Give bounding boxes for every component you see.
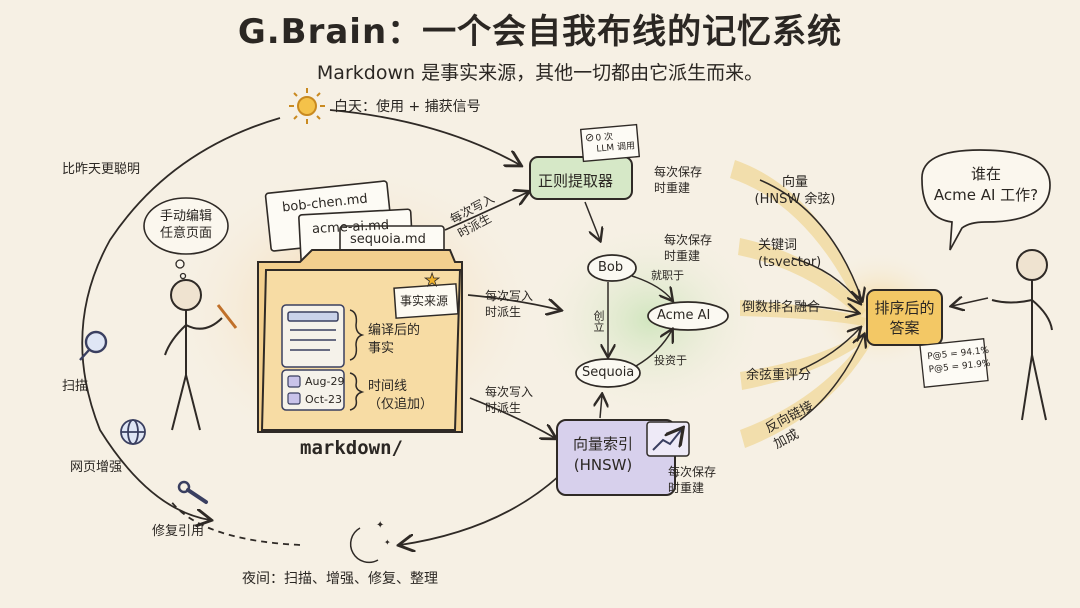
smarter-label: 比昨天更聪明 [62,162,141,177]
date-aug: Aug-29 [305,375,345,388]
trend-chart-icon [646,421,690,457]
retrieval-vector-line-2: (HNSW 余弦) [754,192,836,207]
retrieval-streams [730,160,872,448]
night-label: 夜间：扫描、增强、修复、整理 [242,571,438,587]
rebuild-vector-line-2: 时重建 [668,481,705,495]
ranked-answer-box [866,289,943,346]
compiled-truth-label: 编译后的 事实 [368,322,420,358]
wrench-icon [177,480,208,504]
retrieval-cosine: 余弦重评分 [746,368,812,383]
node-sequoia: Sequoia [582,365,635,380]
page-subtitle: Markdown 是事实来源，其他一切都由它派生而来。 [316,62,764,84]
moon-icon: ✦ ✦ [349,520,391,564]
derive-mid-line-1: 每次写入 [485,289,534,303]
derive-label-bottom: 每次写入 时派生 [485,384,533,416]
answer-line-1: 排序后的 [874,299,935,317]
knowledge-graph [575,254,729,388]
regex-label: 正则提取器 [538,172,614,190]
rebuild-label-vector: 每次保存 时重建 [668,464,716,496]
compiled-line-1: 编译后的 [368,323,421,338]
source-tag-text: 事实来源 [400,294,449,308]
llm-badge [579,123,641,163]
file-sequoia: sequoia.md [350,232,426,247]
vector-to-graph-arrow [600,395,602,419]
graph-edges [608,275,672,367]
question-line-2: Acme AI 工作? [933,186,1039,204]
magnifier-icon [79,330,108,361]
vector-index-box [556,419,676,496]
web-enrich-label: 网页增强 [70,460,123,475]
derive-bottom-line-2: 时派生 [485,401,522,415]
edit-bubble-text: 手动编辑 任意页面 [150,208,222,242]
question-text: 谁在 Acme AI 工作? [925,164,1047,206]
retrieval-keyword-line-2: (tsvector) [758,255,822,270]
edge-invested-in: 投资于 [654,354,687,367]
vector-label-line-1: 向量索引 [572,435,633,453]
timeline-brace [349,372,365,411]
answer-to-person-arrow [952,298,989,306]
folder-label: markdown/ [300,437,403,459]
retrieval-arrows [759,179,864,421]
rebuild-label-regex: 每次保存 时重建 [654,164,702,196]
regex-extractor-box [529,156,633,200]
page-title: G.Brain：一个会自我布线的记忆系统 [237,12,843,52]
metrics-card [919,338,989,388]
retrieval-vector-line-1: 向量 [781,175,808,190]
derive-mid-line-2: 时派生 [485,305,522,319]
rebuild-regex-line-2: 时重建 [654,181,691,195]
edit-thought-bubble [143,197,229,255]
edit-bubble-line-2: 任意页面 [159,226,212,241]
timeline-line-1: 时间线 [368,379,408,394]
timeline-line-2: （仅追加） [368,397,434,412]
svg-text:✦: ✦ [376,520,384,531]
globe-icon [120,419,146,445]
question-bubble [921,149,1051,251]
answer-line-2: 答案 [889,319,920,337]
question-line-1: 谁在 [970,165,1001,183]
scan-label: 扫描 [62,379,89,394]
rebuild-graph-line-2: 时重建 [664,249,701,263]
timeline-label: 时间线 （仅追加） [368,378,433,414]
sun-icon [289,88,325,124]
derive-bottom-line-1: 每次写入 [485,385,534,399]
star-icon: ★ [424,270,440,291]
edge-works-at: 就职于 [651,269,684,282]
vector-index-label: 向量索引 (HNSW) [560,434,646,476]
fix-refs-label: 修复引用 [152,524,205,539]
svg-text:✦: ✦ [384,538,391,547]
vector-label-line-2: (HNSW) [573,456,633,474]
person-right [991,249,1053,421]
derive-arrows [444,192,560,438]
compiled-line-2: 事实 [368,341,395,356]
cycle-loop [81,109,561,545]
rebuild-vector-line-1: 每次保存 [668,465,717,479]
llm-badge-text: 0 次 LLM 调用 [595,130,635,155]
person-left [164,279,238,431]
rebuild-label-graph: 每次保存 时重建 [664,232,712,264]
retrieval-keyword: 关键词 (tsvector) [758,237,821,271]
node-bob: Bob [598,260,624,275]
rebuild-graph-line-1: 每次保存 [664,233,713,247]
compiled-brace [349,309,365,361]
rebuild-regex-line-1: 每次保存 [654,165,703,179]
retrieval-vector: 向量 (HNSW 余弦) [750,174,840,208]
day-label: 白天：使用 + 捕获信号 [334,99,481,115]
derive-label-mid: 每次写入 时派生 [485,288,533,320]
calendar-icons [287,375,301,405]
no-llm-icon: ⊘ [585,131,594,144]
edge-founded: 创立 [592,310,605,332]
retrieval-keyword-line-1: 关键词 [758,238,798,253]
ranked-answer-label: 排序后的 答案 [867,298,942,338]
regex-to-graph-arrow [584,201,600,240]
edit-bubble-line-1: 手动编辑 [159,209,212,224]
date-oct: Oct-23 [305,393,342,406]
node-acme-ai: Acme AI [657,308,711,323]
retrieval-rrf: 倒数排名融合 [742,300,821,315]
source-tag [393,283,459,319]
